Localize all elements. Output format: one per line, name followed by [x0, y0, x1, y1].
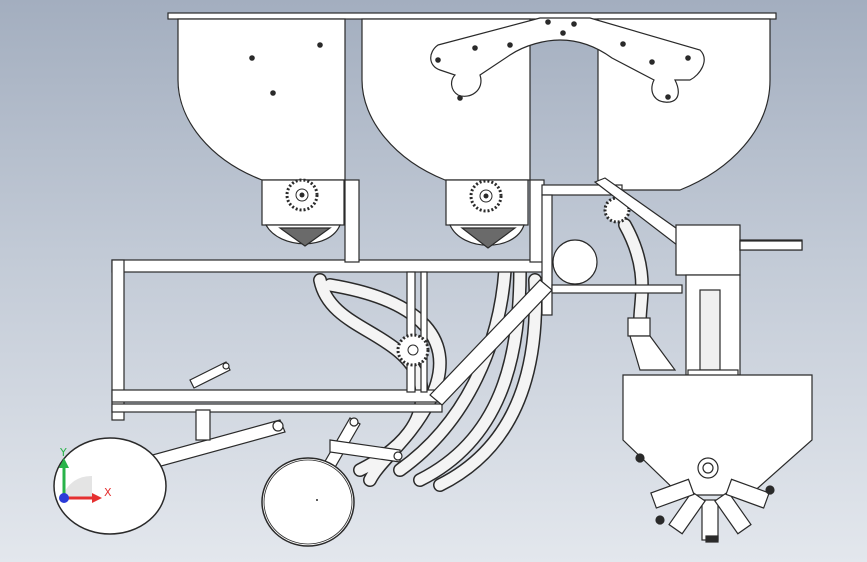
y-axis-label: Y	[59, 446, 67, 459]
drive-shaft	[739, 240, 803, 251]
gauge-wheel-left	[53, 437, 167, 535]
drive-sprocket	[396, 333, 430, 367]
drive-cover-plate	[552, 239, 598, 285]
press-wheel	[261, 457, 355, 547]
seed-funnel-connector	[627, 317, 677, 371]
press-wheel-linkage	[319, 417, 403, 477]
seed-metering-wheel	[635, 453, 775, 543]
metering-gear-middle	[469, 179, 503, 213]
metering-gear-left	[285, 178, 319, 212]
coordinate-triad	[59, 458, 102, 503]
main-frame	[111, 179, 683, 421]
seed-plate-hopper	[622, 374, 813, 496]
hopper-bracket-plate	[430, 17, 705, 103]
seed-hopper-middle	[361, 18, 531, 249]
hopper-top-plate	[167, 12, 777, 20]
x-axis-label: X	[104, 486, 112, 499]
seed-hopper-left	[177, 18, 346, 247]
